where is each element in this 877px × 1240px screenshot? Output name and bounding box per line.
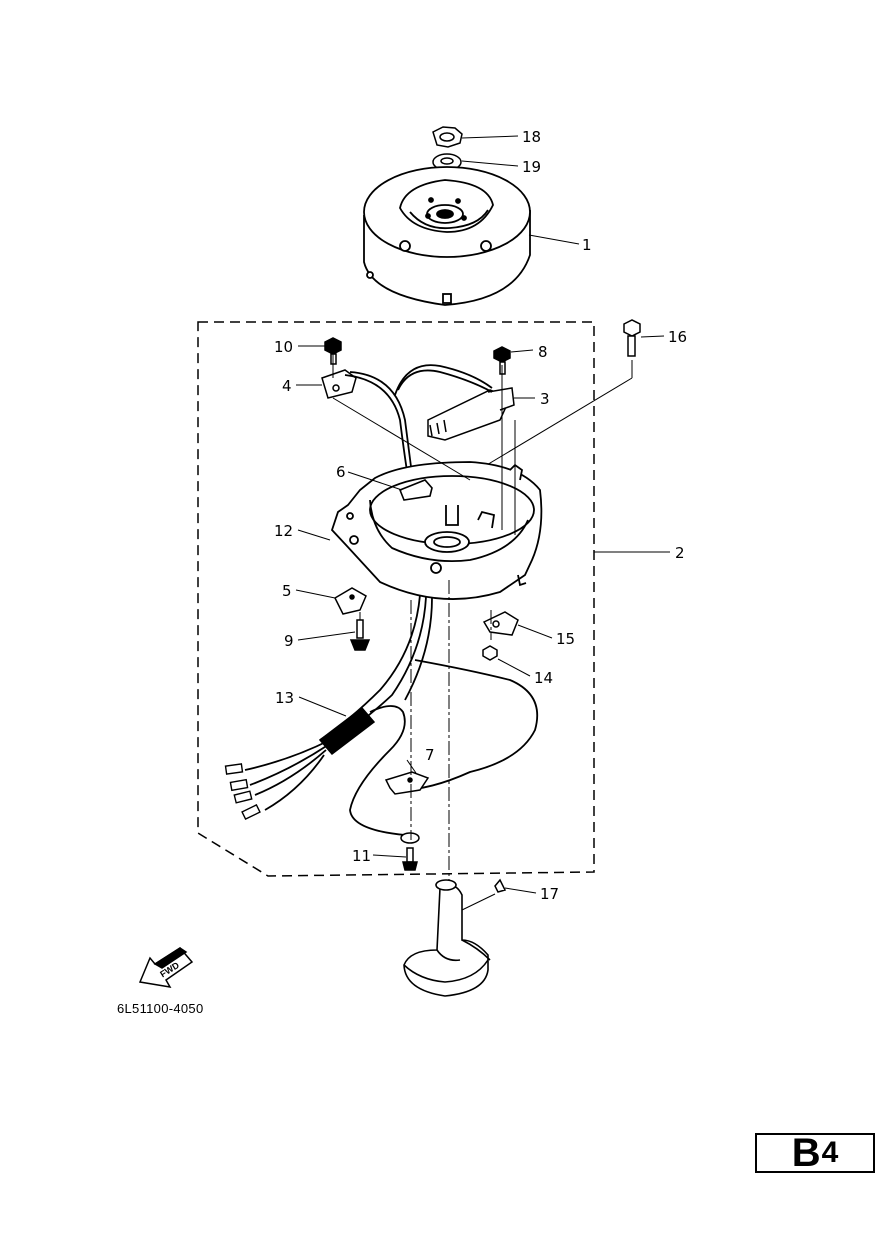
clamp-part-15 [482,611,519,636]
screw-part-9 [349,619,371,651]
callout-4: 4 [282,377,292,395]
washer-part-19 [432,153,462,171]
callout-15: 15 [556,630,575,648]
pulser-coil-part-4 [321,369,357,399]
bolt-part-16 [623,319,641,357]
bracket-part-7 [384,771,430,795]
callout-9: 9 [284,632,294,650]
callout-19: 19 [522,158,541,176]
clamp-part-5 [334,587,367,615]
leader-lines [295,135,670,911]
callout-8: 8 [538,343,548,361]
callout-1: 1 [582,236,592,254]
fwd-arrow-icon: FWD [138,947,194,988]
callout-12: 12 [274,522,293,540]
wire-terminals [224,763,261,821]
screw-part-14 [482,645,498,661]
nut-part-18 [432,126,463,148]
page-number: 4 [821,1136,839,1169]
callout-14: 14 [534,669,553,687]
callout-6: 6 [336,463,346,481]
drawing-code: 6L51100-4050 [117,1001,204,1016]
guide-lines [332,354,516,620]
callout-10: 10 [274,338,293,356]
cable-clamp-part-6 [398,479,433,501]
callout-3: 3 [540,390,550,408]
harness-sleeve [318,706,376,756]
crankshaft [403,879,491,997]
alignment-lines [410,580,492,880]
flywheel-part-1 [363,166,531,306]
key-part-17 [494,878,507,893]
charge-coil-part-3 [427,387,515,441]
callout-7: 7 [425,746,435,764]
callout-18: 18 [522,128,541,146]
callout-16: 16 [668,328,687,346]
callout-13: 13 [275,689,294,707]
ground-terminal [400,832,420,844]
page-letter: B [791,1130,821,1175]
callout-labels: 18 19 1 16 10 8 4 3 6 12 2 5 15 9 14 13 … [274,128,687,903]
screw-part-11 [402,847,418,871]
assembly-boundary [197,321,595,877]
callout-11: 11 [352,847,371,865]
callout-5: 5 [282,582,292,600]
callout-2: 2 [675,544,685,562]
callout-17: 17 [540,885,559,903]
stator-base-part-12 [330,461,543,600]
